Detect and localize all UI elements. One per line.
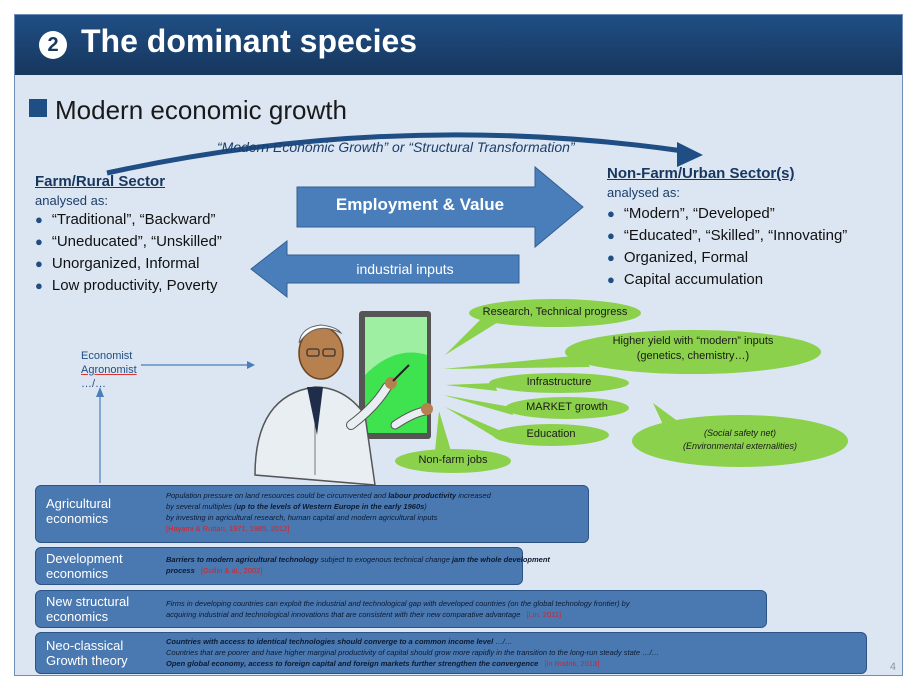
bubble-market: MARKET growth: [526, 401, 608, 413]
list-item: “Traditional”, “Backward”: [35, 209, 222, 231]
slide-title: The dominant species: [81, 23, 418, 59]
row-label-line2: economics: [46, 511, 109, 526]
row-text-bold: process: [166, 566, 195, 575]
row-text: ): [424, 502, 427, 511]
ellipsis-label: …/…: [81, 378, 107, 390]
row-text: by investing in agricultural research, h…: [166, 513, 438, 522]
transformation-arc: [106, 132, 684, 176]
bubble-education: Education: [526, 428, 576, 440]
row-label-line2: economics: [46, 609, 109, 624]
industrial-inputs-label: industrial inputs: [356, 261, 454, 277]
economist-labels: Economist Agronomist …/…: [81, 349, 137, 391]
row-text: increased: [456, 491, 491, 500]
agronomist-label: Agronomist: [81, 364, 137, 376]
row-text-bold: labour productivity: [388, 491, 457, 500]
bubbles: [395, 299, 848, 473]
row-text: Population pressure on land resources co…: [166, 491, 389, 500]
list-item: “Educated”, “Skilled”, “Innovating”: [607, 225, 847, 247]
economist-label: Economist: [81, 350, 133, 362]
row-text: subject to exogenous technical change: [318, 555, 452, 564]
slide-number-badge: 2: [39, 31, 67, 59]
row-text: by several multiples (: [166, 502, 237, 511]
arc-arrowhead-icon: [677, 142, 703, 167]
list-item: Organized, Formal: [607, 247, 847, 269]
bubble-yield-line2: (genetics, chemistry…): [636, 350, 750, 362]
list-item: Low productivity, Poverty: [35, 275, 222, 297]
bubble-research: Research, Technical progress: [482, 306, 628, 318]
row-text-bold: jam the whole development: [451, 555, 550, 564]
nonfarm-sector-title: Non-Farm/Urban Sector(s): [607, 165, 795, 182]
row-text-bold: up to the levels of Western Europe in th…: [236, 502, 425, 511]
row-text: Firms in developing countries can exploi…: [166, 599, 630, 608]
employment-value-label: Employment & Value: [335, 195, 505, 214]
bubble-safety-line1: (Social safety net): [703, 428, 777, 438]
bubble-yield-line1: Higher yield with “modern” inputs: [612, 335, 774, 347]
list-item: Capital accumulation: [607, 269, 847, 291]
list-item: “Modern”, “Developed”: [607, 203, 847, 225]
row-reference: [Lin, 2011]: [526, 610, 562, 619]
row-label-line1: Development: [46, 551, 123, 566]
page-number: 4: [889, 661, 896, 673]
title-bar: 2 The dominant species: [15, 15, 902, 75]
row-label-line2: Growth theory: [46, 653, 128, 668]
row-reference: [in Rodrik, 2013]: [544, 659, 600, 668]
arc-quote: “Modern Economic Growth” or “Structural …: [217, 139, 575, 155]
row-text-bold: Open global economy, access to foreign c…: [166, 659, 539, 668]
row-label-line1: New structural: [46, 594, 130, 609]
subheading: Modern economic growth: [55, 95, 347, 125]
row-text: acquiring industrial and technological i…: [166, 610, 521, 619]
list-item: Unorganized, Informal: [35, 253, 222, 275]
slide: 2 The dominant species Modern economic g…: [14, 14, 903, 676]
left-arrow-shape: [250, 239, 520, 299]
row-text-bold: Barriers to modern agricultural technolo…: [166, 555, 319, 564]
row-reference: [Hayami & Ruttan, 1971, 1985, 2012]: [166, 524, 290, 533]
square-bullet-icon: [29, 99, 47, 117]
row-text-bold: Countries with access to identical techn…: [166, 637, 494, 646]
bubble-nonfarm-jobs: Non-farm jobs: [418, 454, 488, 466]
row-reference: [Gollin & al., 2002]: [201, 566, 263, 575]
farm-analysed-label: analysed as:: [35, 193, 108, 208]
row-label-line1: Neo-classical: [46, 638, 124, 653]
farm-list: “Traditional”, “Backward” “Uneducated”, …: [35, 209, 222, 297]
bubble-infrastructure: Infrastructure: [526, 376, 592, 388]
bubble-safety-line2: (Environmental externalities): [682, 441, 798, 451]
row-label-line1: Agricultural: [46, 496, 112, 511]
row-text: Countries that are poorer and have highe…: [166, 648, 660, 657]
presenter-figure: [254, 311, 433, 486]
right-arrow-shape: [296, 165, 584, 249]
nonfarm-list: “Modern”, “Developed” “Educated”, “Skill…: [607, 203, 847, 291]
row-text: …/…: [493, 637, 513, 646]
row-label-line2: economics: [46, 566, 109, 581]
diagram-graphics: [96, 132, 848, 486]
farm-sector-title: Farm/Rural Sector: [35, 173, 166, 190]
nonfarm-analysed-label: analysed as:: [607, 185, 680, 200]
list-item: “Uneducated”, “Unskilled”: [35, 231, 222, 253]
